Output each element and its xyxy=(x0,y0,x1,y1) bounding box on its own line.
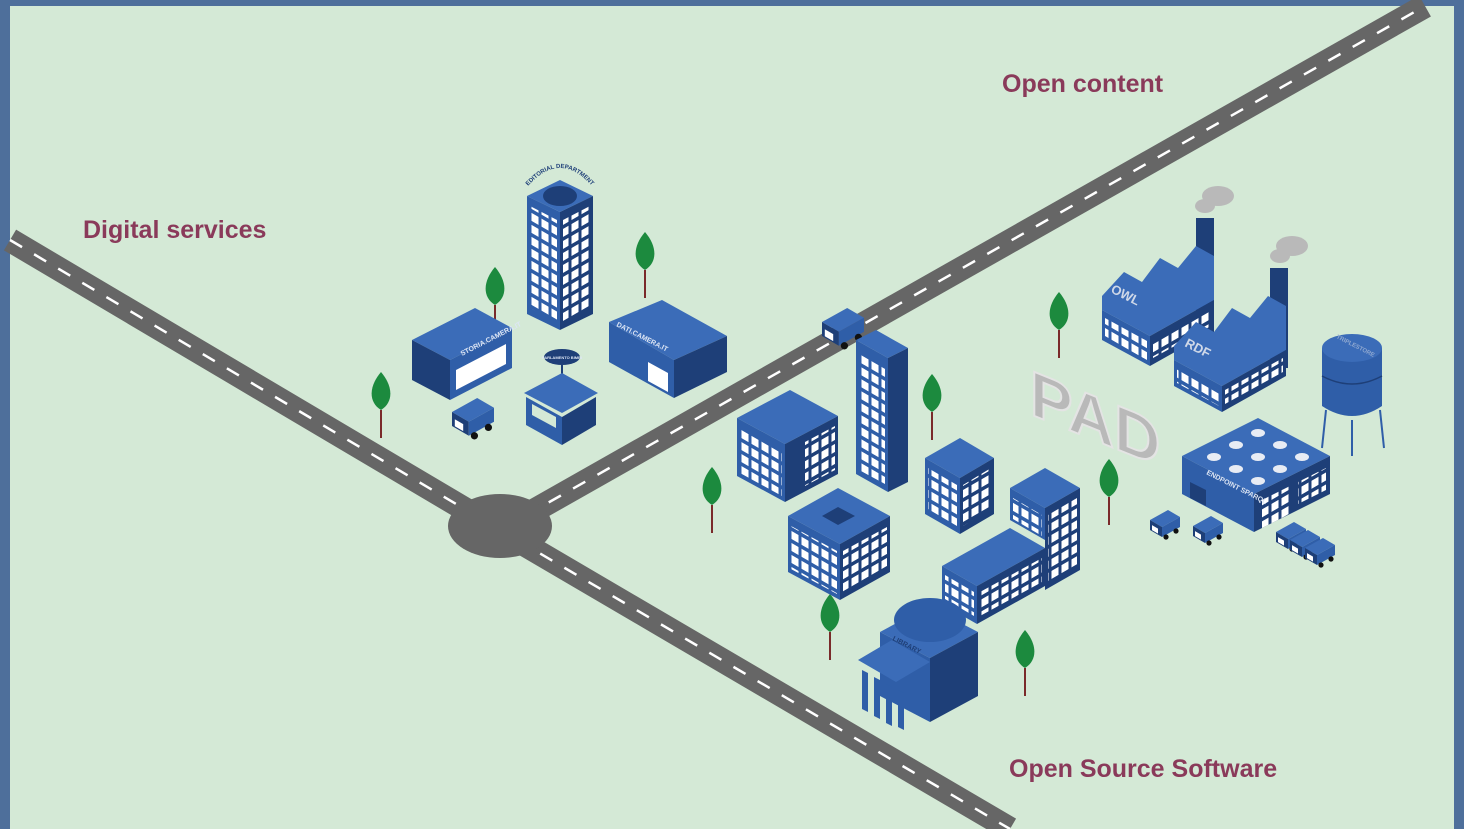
office-block-left xyxy=(737,390,838,502)
endpoint-sparql-warehouse: ENDPOINT SPARQL xyxy=(1182,418,1330,532)
rdf-factory: RDF xyxy=(1174,296,1286,412)
ground xyxy=(10,6,1454,829)
roads xyxy=(3,0,1431,829)
dati-shop: DATI.CAMERA.IT xyxy=(609,300,727,398)
kiosk-sign: PARLAMENTO BIMBI xyxy=(542,355,582,360)
library: LIBRARY xyxy=(858,598,978,730)
roundabout xyxy=(448,494,552,558)
courtyard-block xyxy=(788,488,890,600)
label-digital-services: Digital services xyxy=(83,216,266,244)
editorial-tower: EDITORIAL DEPARTMENT xyxy=(525,164,595,330)
office-block-small xyxy=(925,438,994,534)
label-open-source-software: Open Source Software xyxy=(1009,755,1277,783)
kiosk: PARLAMENTO BIMBI xyxy=(524,349,598,445)
l-shaped-block xyxy=(942,468,1080,624)
slim-tower xyxy=(856,330,908,492)
storia-shop: STORIA.CAMERA.IT xyxy=(412,308,523,400)
owl-factory: OWL xyxy=(1102,246,1214,366)
label-open-content: Open content xyxy=(1002,70,1164,98)
triplestore-silo: TRIPLESTORE xyxy=(1321,334,1385,456)
